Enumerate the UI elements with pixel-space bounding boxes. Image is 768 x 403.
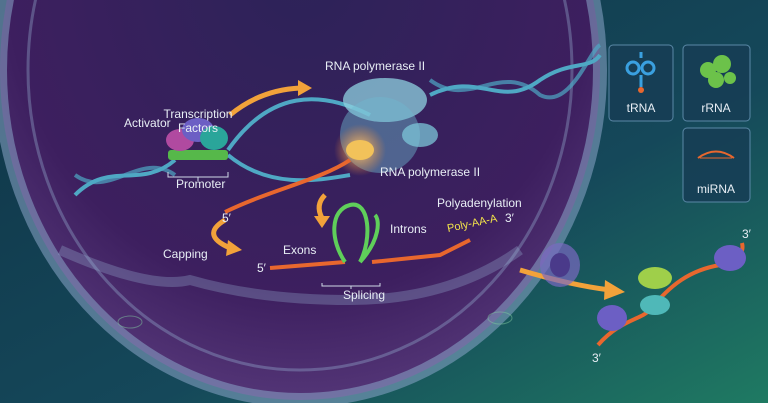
activator-label: Activator — [124, 116, 171, 130]
capping-arrow — [211, 217, 232, 251]
panel-rrna: rRNA — [682, 44, 751, 122]
exons-label: Exons — [283, 243, 316, 257]
arrowhead — [298, 80, 312, 96]
trna-icon — [625, 52, 656, 87]
transcription-factors-label: Factors — [178, 121, 218, 135]
splicing-label: Splicing — [343, 288, 385, 302]
rna-polymerase — [334, 78, 438, 176]
transcription-factors-label: Transcription — [164, 107, 233, 121]
polyadenylation-label: Polyadenylation — [437, 196, 522, 210]
nascent-mrna — [224, 158, 352, 214]
rrna-icon — [700, 55, 736, 88]
three-prime-label: 3′ — [742, 227, 752, 241]
panel-label: tRNA — [627, 101, 656, 115]
ribosome — [640, 295, 670, 315]
panel-label: miRNA — [697, 182, 735, 196]
promoter-bracket — [167, 172, 229, 181]
ribosome — [638, 267, 672, 289]
ribosome — [714, 245, 746, 271]
transcription-arrow — [228, 85, 301, 117]
transcription-factor-complex — [166, 118, 228, 160]
ribosome — [597, 305, 627, 331]
five-prime-label: 5′ — [257, 261, 267, 275]
capping-label: Capping — [163, 247, 208, 261]
vesicle — [117, 315, 143, 329]
endoplasmic-reticulum — [57, 245, 523, 306]
five-prime-label: 5′ — [222, 211, 232, 225]
nucleus — [0, 0, 607, 403]
arrowhead — [604, 280, 625, 300]
translation-mrna — [596, 242, 746, 347]
introns-label: Introns — [390, 222, 427, 236]
panel-trna: tRNA — [608, 44, 674, 122]
vesicle — [487, 311, 513, 325]
mirna-icon — [697, 150, 735, 159]
splicing-arrow — [316, 193, 327, 220]
promoter-region — [168, 150, 228, 160]
intron-loop — [332, 202, 370, 264]
arrowhead — [314, 216, 330, 228]
panel-mirna: miRNA — [682, 127, 751, 203]
arrowhead — [226, 240, 242, 256]
rna-polymerase-label: RNA polymerase II — [380, 165, 480, 179]
pre-mrna-splicing — [269, 202, 471, 270]
nuclear-envelope-inner — [26, 0, 574, 372]
splicing-bracket — [321, 283, 381, 289]
three-prime-label: 3′ — [592, 351, 602, 365]
nuclear-pore — [540, 243, 580, 287]
promoter-label: Promoter — [176, 177, 225, 191]
three-prime-label: 3′ — [505, 211, 515, 225]
panel-label: rRNA — [701, 101, 730, 115]
rna-polymerase-label: RNA polymerase II — [325, 59, 425, 73]
